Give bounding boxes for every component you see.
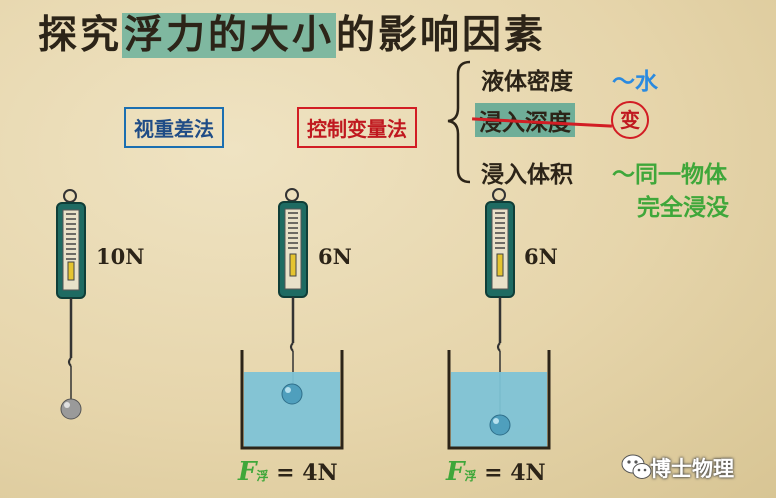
beaker-2 — [447, 350, 551, 450]
force-value: = 4N — [484, 460, 546, 486]
factor-volume-note-2: 完全浸没 — [637, 195, 729, 221]
scale-reading-1: 10N — [96, 244, 145, 269]
wechat-icon — [621, 454, 652, 479]
title-part1: 探究 — [38, 13, 123, 58]
factor-volume: 浸入体积 — [481, 162, 573, 188]
beaker-1 — [240, 350, 344, 450]
spring-scale-1 — [56, 189, 86, 420]
watermark-text: 博士物理 — [650, 457, 734, 481]
factor-density-note: ～水 — [612, 69, 658, 95]
scale-reading-3: 6N — [524, 244, 558, 269]
buoyancy-formula-1: F浮 = 4N — [238, 457, 338, 487]
metal-ball-3 — [489, 414, 511, 436]
factor-volume-note-1: ～同一物体 — [612, 162, 727, 188]
buoyancy-formula-2: F浮 = 4N — [446, 457, 546, 487]
page-title: 探究浮力的大小的影响因素 — [38, 4, 546, 58]
scale-reading-2: 6N — [318, 244, 352, 269]
factor-brace — [447, 60, 471, 184]
force-value: = 4N — [276, 460, 338, 486]
force-subscript: 浮 — [256, 469, 269, 483]
force-subscript: 浮 — [464, 469, 477, 483]
title-highlight: 浮力的大小 — [122, 13, 337, 58]
metal-ball-2 — [281, 383, 303, 405]
metal-ball-1 — [60, 398, 82, 420]
method-apparent-weight-box: 视重差法 — [124, 107, 224, 148]
method-control-variable-box: 控制变量法 — [297, 107, 417, 148]
factor-density: 液体密度 — [481, 69, 573, 95]
force-symbol: F — [238, 457, 257, 487]
title-part2: 的影响因素 — [336, 13, 547, 58]
spring-scale-3 — [485, 188, 515, 415]
force-symbol: F — [446, 457, 465, 487]
spring-scale-2 — [278, 188, 308, 385]
factor-depth-note: 变 — [611, 101, 649, 139]
